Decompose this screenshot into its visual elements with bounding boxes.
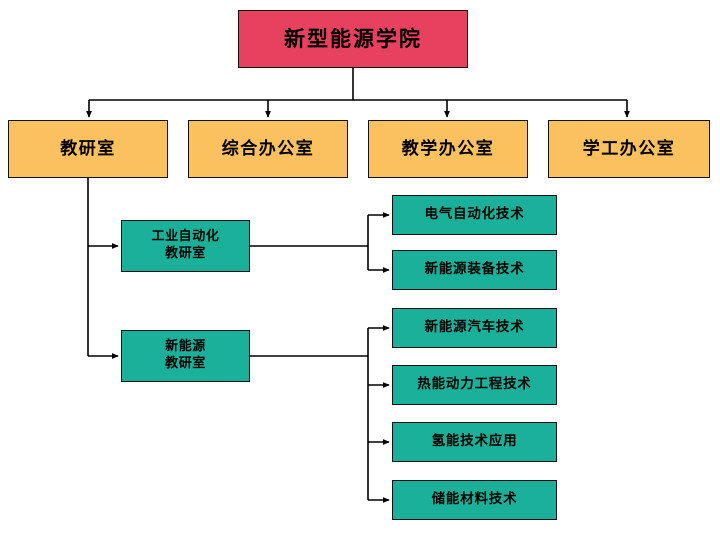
node-program-thermal-power-engineering[interactable]: 热能动力工程技术 — [392, 365, 557, 405]
node-program-energy-storage-materials[interactable]: 储能材料技术 — [392, 480, 557, 520]
node-label: 热能动力工程技术 — [417, 376, 532, 393]
node-label-line2: 教研室 — [165, 356, 206, 371]
node-label: 教研室 — [60, 138, 116, 159]
node-label: 电气自动化技术 — [424, 206, 525, 223]
node-label-line1: 工业自动化 — [151, 229, 220, 245]
node-general-affairs-office[interactable]: 综合办公室 — [188, 120, 348, 178]
node-student-affairs-office[interactable]: 学工办公室 — [548, 120, 710, 178]
node-college-root[interactable]: 新型能源学院 — [238, 10, 468, 68]
node-label: 新型能源学院 — [284, 26, 422, 51]
node-label: 氢能技术应用 — [431, 433, 518, 450]
node-label: 学工办公室 — [582, 138, 676, 159]
node-label: 教学办公室 — [401, 138, 495, 159]
node-label: 储能材料技术 — [431, 491, 518, 508]
node-academic-affairs-office[interactable]: 教学办公室 — [368, 120, 528, 178]
node-label-line1: 新能源 — [165, 339, 206, 355]
node-label: 新能源装备技术 — [424, 261, 525, 278]
node-industrial-automation-office[interactable]: 工业自动化 教研室 — [121, 220, 250, 272]
node-program-electrical-automation[interactable]: 电气自动化技术 — [392, 195, 557, 235]
node-label: 新能源汽车技术 — [424, 319, 525, 336]
node-teaching-research-office[interactable]: 教研室 — [8, 120, 168, 178]
node-program-new-energy-vehicle[interactable]: 新能源汽车技术 — [392, 308, 557, 348]
node-label-line2: 教研室 — [165, 246, 206, 261]
node-new-energy-office[interactable]: 新能源 教研室 — [121, 330, 250, 382]
node-label: 综合办公室 — [221, 138, 315, 159]
node-program-new-energy-equipment[interactable]: 新能源装备技术 — [392, 250, 557, 290]
node-program-hydrogen-technology[interactable]: 氢能技术应用 — [392, 422, 557, 462]
